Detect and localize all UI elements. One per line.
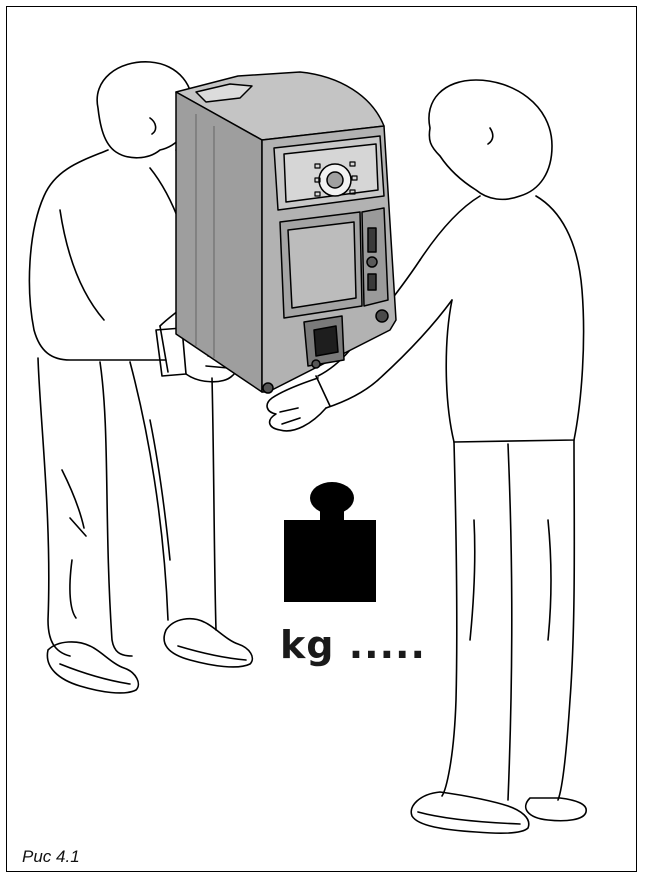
weight-label: kg .....	[280, 623, 426, 667]
figure-caption: Рис 4.1	[22, 847, 80, 866]
machine	[175, 71, 397, 394]
weight-icon	[284, 482, 376, 602]
right-person	[266, 79, 587, 834]
